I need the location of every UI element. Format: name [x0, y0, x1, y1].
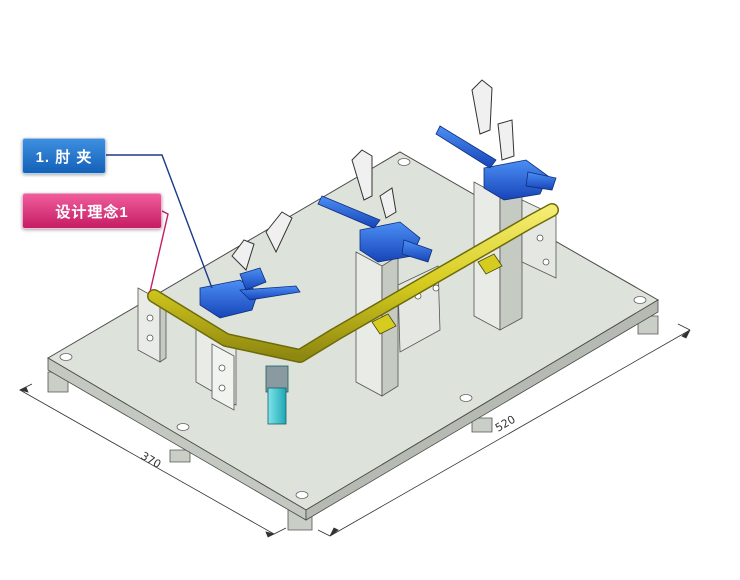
clamp-handles [231, 79, 515, 271]
dimension-width-label: 370 [139, 449, 164, 471]
leader-line-clamp [104, 154, 213, 289]
leader-line-design [149, 209, 169, 293]
dimension-length-label: 520 [493, 413, 518, 435]
callout-clamp: 1. 肘 夹 [22, 138, 106, 174]
tube-part [147, 203, 559, 363]
callout-design: 设计理念1 [22, 193, 162, 229]
locating-pin [265, 365, 289, 425]
dimension-length [317, 323, 691, 537]
toggle-clamps [199, 125, 557, 319]
mounting-holes [59, 158, 647, 499]
dimension-width [18, 383, 287, 538]
tube-locators [371, 253, 503, 335]
